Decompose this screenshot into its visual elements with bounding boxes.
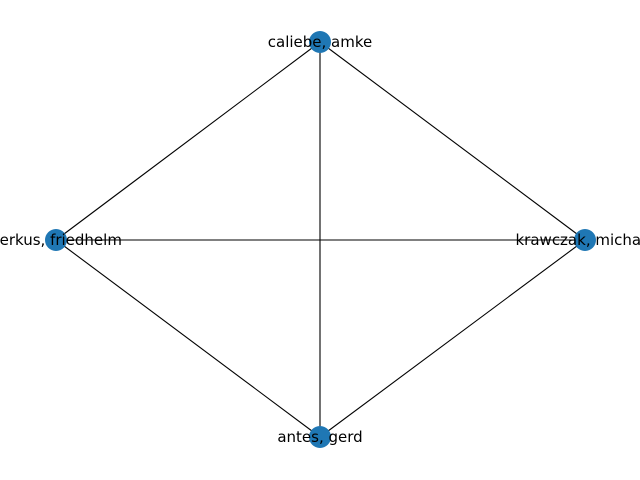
edge-krawczak-antes (319, 239, 586, 438)
edges-layer (55, 41, 586, 438)
edge-caliebe-gerkus (55, 41, 321, 241)
node-label-krawczak: krawczak, michael (516, 231, 640, 249)
node-krawczak (574, 229, 596, 251)
edge-caliebe-krawczak (319, 41, 586, 241)
node-gerkus (45, 229, 67, 251)
node-label-gerkus: gerkus, friedhelm (0, 231, 122, 249)
edge-antes-gerkus (55, 239, 321, 438)
node-antes (309, 426, 331, 448)
node-label-antes: antes, gerd (277, 428, 362, 446)
node-label-caliebe: caliebe, amke (268, 33, 372, 51)
nodes-layer (45, 31, 596, 448)
labels-layer: caliebe, amke krawczak, michael antes, ger… (0, 33, 640, 446)
node-caliebe (309, 31, 331, 53)
